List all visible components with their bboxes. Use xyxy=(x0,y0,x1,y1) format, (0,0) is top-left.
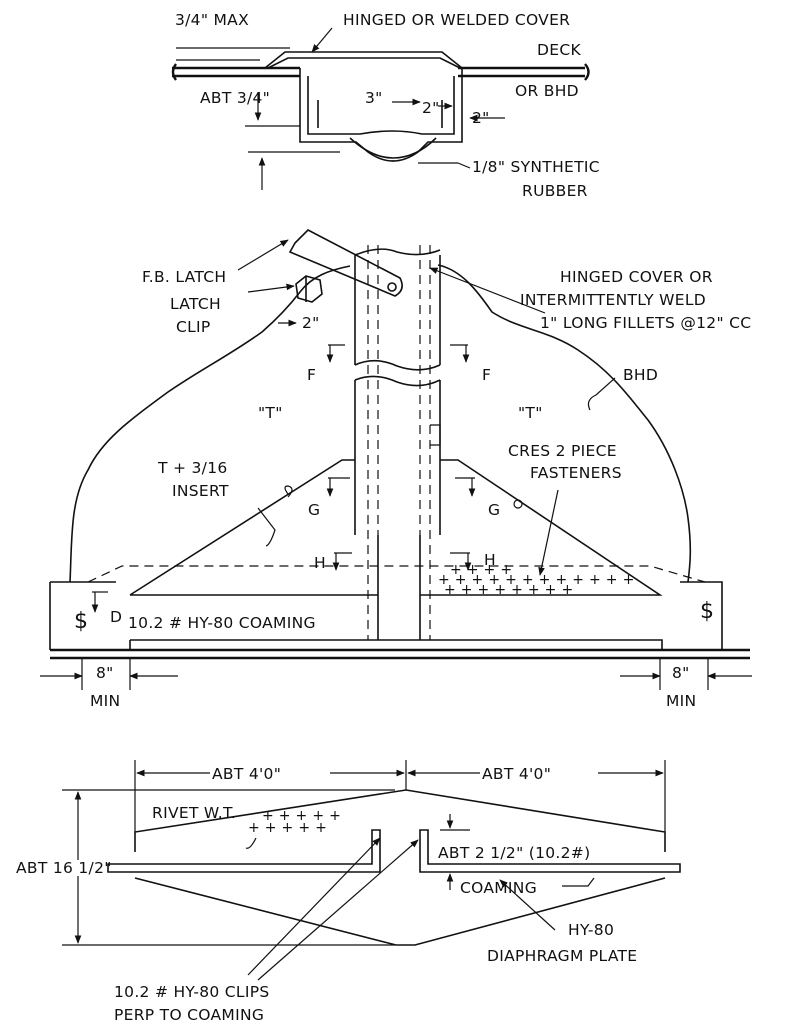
coaming-leader xyxy=(562,877,595,887)
min-dim-left: 8" xyxy=(96,664,114,682)
deck-right xyxy=(458,63,590,81)
diaphragm-bottom xyxy=(134,877,666,946)
min-label-right: MIN xyxy=(666,692,696,710)
stiffener-lower xyxy=(354,375,441,640)
deck-label: DECK xyxy=(537,41,581,59)
clip-bracket xyxy=(430,424,441,446)
dim-2b: 2" xyxy=(472,109,490,127)
rubber-gasket xyxy=(349,137,437,159)
t-right: "T" xyxy=(518,404,543,422)
rivets-row-2: + + + + + xyxy=(262,808,341,824)
dim-3: 3" xyxy=(365,89,383,107)
hidden-edge xyxy=(87,565,706,583)
section-f-right: F xyxy=(482,366,491,384)
deck-flange xyxy=(49,581,723,650)
cover-label: HINGED OR WELDED COVER xyxy=(343,11,570,29)
section-d: D xyxy=(110,608,122,626)
svg-text:+ + + + + + + + + + + +: + + + + + + + + + + + + xyxy=(438,572,635,588)
bhd-label: OR BHD xyxy=(515,82,579,100)
clips-label-2: PERP TO COAMING xyxy=(114,1006,264,1024)
cover-plate xyxy=(264,51,463,69)
rivet-label: RIVET W.T. xyxy=(152,804,236,822)
insert-label-2: INSERT xyxy=(172,482,229,500)
insert-leader xyxy=(257,507,276,547)
insert-left xyxy=(129,459,378,596)
coaming-dim: ABT 2 1/2" (10.2#) xyxy=(438,844,590,862)
fastener-crosses: + + + + + + + + + + + + + + + + + + + + … xyxy=(438,562,635,598)
section-f-left: F xyxy=(307,366,316,384)
coaming-left xyxy=(107,829,381,873)
fastener-mark-left xyxy=(284,485,293,498)
insert-right xyxy=(420,459,663,596)
fastener-mark-right xyxy=(513,499,523,509)
deck-left xyxy=(171,63,300,81)
coaming-channel xyxy=(299,68,463,162)
width-left: ABT 4'0" xyxy=(212,765,281,783)
rivets-row-1: + + + + + xyxy=(248,820,327,836)
max-label: 3/4" MAX xyxy=(175,11,249,29)
clips-label-1: 10.2 # HY-80 CLIPS xyxy=(114,983,270,1001)
svg-text:+ + + + + + + +: + + + + + + + + xyxy=(444,582,574,598)
middle-detail: + + + + + + + + + + + + + + + + + + + + … xyxy=(40,229,752,710)
coaming-right xyxy=(419,829,681,873)
coaming-label: COAMING xyxy=(460,879,537,897)
rivet-leader xyxy=(245,837,257,849)
section-g-right: G xyxy=(488,501,500,519)
min-dim-right: 8" xyxy=(672,664,690,682)
s-mark-right: $ xyxy=(700,599,714,624)
coaming-plate xyxy=(129,639,663,650)
height-label: ABT 16 1/2" xyxy=(16,859,112,877)
cover-label-3: 1" LONG FILLETS @12" CC xyxy=(540,314,751,332)
bulkhead-break-line xyxy=(69,264,692,583)
svg-text:+ + + +: + + + + xyxy=(450,562,512,578)
deck-plate xyxy=(50,648,750,660)
bottom-detail: + + + + + + + + + + ABT 4'0" ABT 4'0" RI… xyxy=(16,760,681,1024)
clip-label-1: LATCH xyxy=(170,295,221,313)
stiffener-hidden-lines xyxy=(367,245,431,640)
width-right: ABT 4'0" xyxy=(482,765,551,783)
rubber-label-2: RUBBER xyxy=(522,182,588,200)
bhd-leader xyxy=(587,377,616,411)
s-mark-left: $ xyxy=(74,609,88,634)
t-left: "T" xyxy=(258,404,283,422)
section-g-left: G xyxy=(308,501,320,519)
section-arrows xyxy=(91,344,476,613)
min-label-left: MIN xyxy=(90,692,120,710)
cover-label-1: HINGED COVER OR xyxy=(560,268,713,286)
coaming-label: 10.2 # HY-80 COAMING xyxy=(128,614,316,632)
insert-label-1: T + 3/16 xyxy=(157,459,228,477)
latch-clip xyxy=(295,275,323,303)
clip-label-2: CLIP xyxy=(176,318,211,336)
section-h-right: H xyxy=(484,551,496,569)
cover-label-2: INTERMITTENTLY WELD xyxy=(520,291,706,309)
abt-label: ABT 3/4" xyxy=(200,89,270,107)
rubber-label-1: 1/8" SYNTHETIC xyxy=(472,158,600,176)
clip-dim: 2" xyxy=(302,314,320,332)
bhd-label: BHD xyxy=(623,366,658,384)
plate-label-1: HY-80 xyxy=(568,921,614,939)
section-h-left: H xyxy=(314,554,326,572)
latch-label: F.B. LATCH xyxy=(142,268,226,286)
fastener-label-2: FASTENERS xyxy=(530,464,622,482)
fastener-label-1: CRES 2 PIECE xyxy=(508,442,617,460)
stiffener-upper xyxy=(354,248,441,371)
latch-pin xyxy=(387,282,397,292)
plate-label-2: DIAPHRAGM PLATE xyxy=(487,947,637,965)
fb-latch xyxy=(288,229,403,297)
dim-2a: 2" xyxy=(422,99,440,117)
top-detail: 3/4" MAX HINGED OR WELDED COVER DECK OR … xyxy=(171,11,600,200)
